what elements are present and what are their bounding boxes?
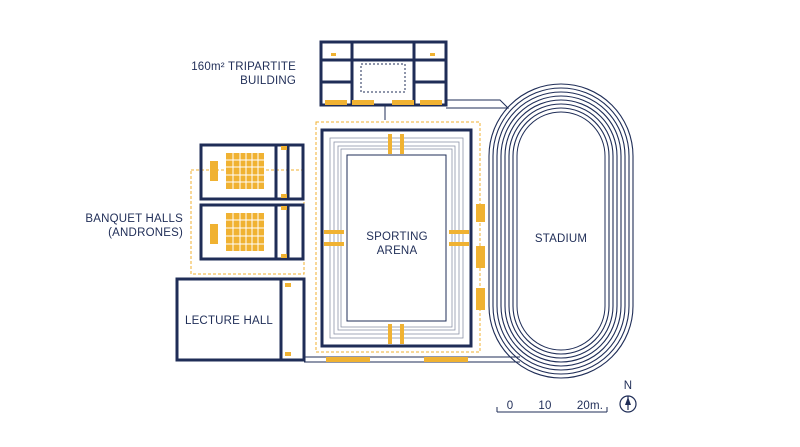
tripartite-label-line1: 160m² TRIPARTITE xyxy=(191,61,296,73)
stadium-label: STADIUM xyxy=(535,233,587,245)
entrance-marker xyxy=(476,246,485,268)
banquet-label-line2: (ANDRONES) xyxy=(108,227,183,239)
couch-grid xyxy=(226,153,264,251)
lecture-hall-label: LECTURE HALL xyxy=(185,315,273,327)
arena-label-line2: ARENA xyxy=(377,245,418,257)
tripartite-building xyxy=(319,40,448,107)
banquet-hall-lower xyxy=(199,203,305,261)
lecture-hall xyxy=(175,277,306,362)
north-label: N xyxy=(624,380,633,392)
entrance-marker xyxy=(476,204,485,222)
scale-tick-20: 20m. xyxy=(577,400,603,412)
scale-tick-10: 10 xyxy=(538,400,551,412)
scale-bar xyxy=(496,407,608,413)
tripartite-label-line2: BUILDING xyxy=(240,75,296,87)
north-arrow-icon xyxy=(619,395,637,413)
sporting-arena xyxy=(315,121,481,353)
arena-label-line1: SPORTING xyxy=(366,231,427,243)
entrance-marker xyxy=(476,288,485,310)
stadium-track xyxy=(488,83,634,379)
corridor-bottom xyxy=(304,356,520,363)
corridor-tripartite-stadium xyxy=(446,99,510,109)
banquet-label-line1: BANQUET HALLS xyxy=(85,213,183,225)
scale-tick-0: 0 xyxy=(507,400,514,412)
